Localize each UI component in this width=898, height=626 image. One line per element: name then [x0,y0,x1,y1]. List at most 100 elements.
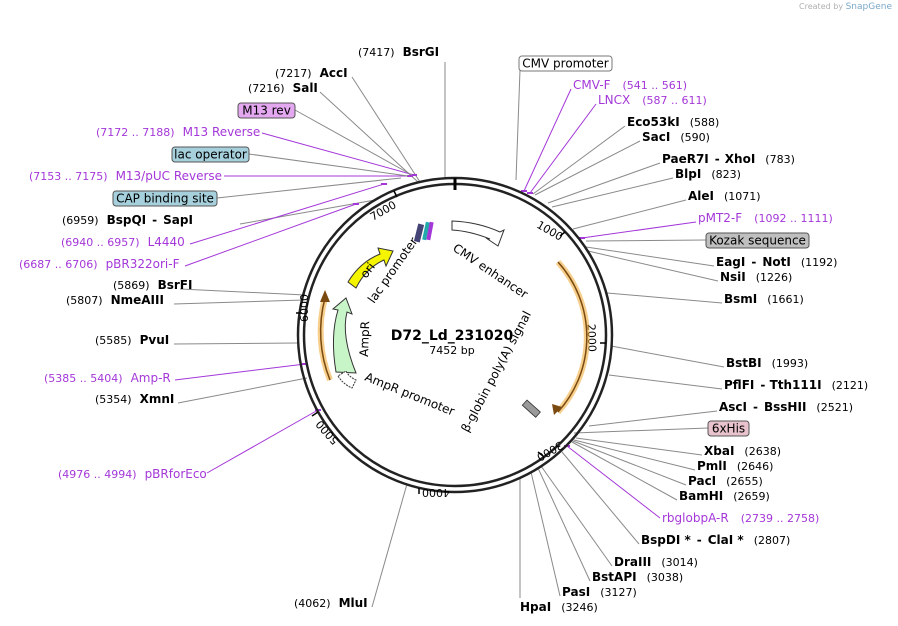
leader-bstbi [610,345,725,368]
enzyme-site-bsrfi[interactable]: (5869)BsrFI [113,278,192,292]
enzyme-pos: (3038) [647,571,684,584]
enzyme-name2: Tth111I [770,378,822,392]
orf-arc-right-head [552,404,562,415]
enzyme-name: PmlI [697,459,727,473]
primer-pbrforeco[interactable]: (4976 .. 4994) pBRforEco [58,467,207,481]
primer-leader-ampr [174,363,306,381]
enzyme-site-nsii[interactable]: NsiI(1226) [720,270,792,284]
enzyme-site-paer7i[interactable]: PaeR7I-XhoI(783) [662,152,795,166]
feature-box-label: CAP binding site [116,192,214,206]
enzyme-name: SacI [642,130,670,144]
enzyme-sep: - [751,255,756,269]
primer-cmvf[interactable]: CMV-F(541 .. 561) [573,78,687,92]
primer-name: M13 Reverse [183,125,261,139]
enzyme-site-pmli[interactable]: PmlI (2646) [697,459,773,473]
enzyme-name: AccI [320,66,348,80]
enzyme-sep: - [760,378,765,392]
enzyme-name2: NotI [762,255,791,269]
enzyme-site-eco53ki[interactable]: Eco53kI(588) [627,115,719,129]
enzyme-pos: (3127) [600,586,637,599]
enzyme-pos: (7217) [275,67,312,80]
enzyme-name2: SapI [163,213,193,227]
primer-ampr[interactable]: (5385 .. 5404)Amp-R [44,371,171,385]
enzyme-pos: (3246) [561,601,598,614]
enzyme-site-paci[interactable]: PacI(2655) [688,474,763,488]
feature-box-m13rev[interactable]: M13 rev [237,102,296,119]
enzyme-name2: ClaI * [708,533,745,547]
primer-m13reverse[interactable]: (7172 .. 7188)M13 Reverse [96,125,260,139]
enzyme-site-pasi[interactable]: PasI(3127) [562,585,637,599]
ori-arrow [347,247,394,289]
leader-paer7i [547,162,661,204]
primer-l4440[interactable]: (6940 .. 6957)L4440 [61,235,185,249]
enzyme-site-acci[interactable]: (7217) AccI [275,66,348,80]
feature-box-kozak[interactable]: Kozak sequence [705,232,810,249]
enzyme-pos: (2646) [737,460,774,473]
label-cmv-enhancer: CMV enhancer [450,241,530,301]
enzyme-site-nmeaiii[interactable]: (5807)NmeAIII [66,293,164,307]
enzyme-site-sali[interactable]: (7216)SalI [248,81,318,95]
enzyme-site-bamhi[interactable]: BamHI(2659) [679,489,770,503]
enzyme-site-bspdi[interactable]: BspDI *-ClaI *(2807) [641,533,790,547]
feature-box-cmvpromoter[interactable]: CMV promoter [518,55,613,72]
enzyme-pos: (2659) [733,490,770,503]
enzyme-site-mlui[interactable]: (4062)MluI [294,596,368,610]
enzyme-name: MluI [339,596,368,610]
credit-prefix: Created by [799,2,844,11]
enzyme-site-asci[interactable]: AscI-BssHII(2521) [719,400,853,414]
enzyme-name: SalI [293,81,318,95]
enzyme-name: Eco53kI [627,115,680,129]
feature-box-label: Kozak sequence [709,234,806,248]
primer-range: (5385 .. 5404) [44,372,123,385]
enzyme-pos: (783) [765,153,795,166]
feature-box-label: CMV promoter [522,57,609,71]
leader-mlui [371,483,408,608]
leader-bsmi [606,292,723,304]
enzyme-site-bsrgi[interactable]: (7417)BsrGI [358,45,439,59]
enzyme-site-pflfi[interactable]: PflFI-Tth111I(2121) [724,378,868,392]
enzyme-site-bstapi[interactable]: BstAPI(3038) [592,570,683,584]
leader-xbai [575,437,703,456]
enzyme-site-eagi[interactable]: EagI-NotI(1192) [716,255,837,269]
primer-m13puc[interactable]: (7153 .. 7175)M13/pUC Reverse [29,169,222,183]
enzyme-site-hpai[interactable]: HpaI(3246) [520,600,598,614]
enzyme-pos: (1226) [756,271,793,284]
enzyme-name: BsmI [724,292,757,306]
feature-box-lacoperator[interactable]: lac operator [171,146,250,163]
primer-rbglobpa[interactable]: rbglobpA-R(2739 .. 2758) [662,511,819,525]
enzyme-name: BspDI * [641,533,691,547]
tick-label-4000: 4000 [422,486,450,499]
feature-box-sixhis[interactable]: 6xHis [707,420,750,437]
enzyme-site-draiii[interactable]: DraIII(3014) [614,555,698,569]
enzyme-site-xbai[interactable]: XbaI(2638) [704,444,781,458]
primer-pmt2f[interactable]: pMT2-F(1092 .. 1111) [698,211,833,225]
lac-promoter-block [413,223,425,243]
enzyme-site-alei[interactable]: AleI(1071) [688,189,761,203]
enzyme-site-blpi[interactable]: BlpI(823) [675,167,741,181]
plasmid-length: 7452 bp [429,344,474,357]
enzyme-pos: (823) [711,168,741,181]
beta-globin-block [521,399,541,418]
tick-mark [537,451,544,457]
enzyme-site-saci[interactable]: SacI(590) [642,130,710,144]
enzyme-name: PaeR7I [662,152,709,166]
leader-bspqi [239,199,376,225]
enzyme-pos: (5354) [95,393,132,406]
leader-blpi [551,177,674,208]
primer-leader-rbglobpa [566,445,661,519]
primer-range: (4976 .. 4994) [58,468,137,481]
primer-pbr322ori[interactable]: (6687 .. 6706)pBR322ori-F [19,257,180,271]
enzyme-site-bspqi[interactable]: (6959)BspQI-SapI [62,213,193,227]
enzyme-site-xmni[interactable]: (5354)XmnI [95,392,174,406]
leader-nmeaiii [173,299,305,305]
enzyme-site-pvui[interactable]: (5585)PvuI [95,333,169,347]
lac-operator-block [422,221,430,241]
enzyme-site-bstbi[interactable]: BstBI(1993) [726,356,808,370]
enzyme-name: AscI [719,400,747,414]
primer-lncx[interactable]: LNCX(587 .. 611) [598,93,707,107]
feature-box-capbinding[interactable]: CAP binding site [112,190,218,207]
enzyme-name: NmeAIII [111,293,164,307]
primer-name: pBRforEco [145,467,207,481]
primer-leader-pbrforeco [206,409,319,474]
enzyme-site-bsmi[interactable]: BsmI(1661) [724,292,804,306]
